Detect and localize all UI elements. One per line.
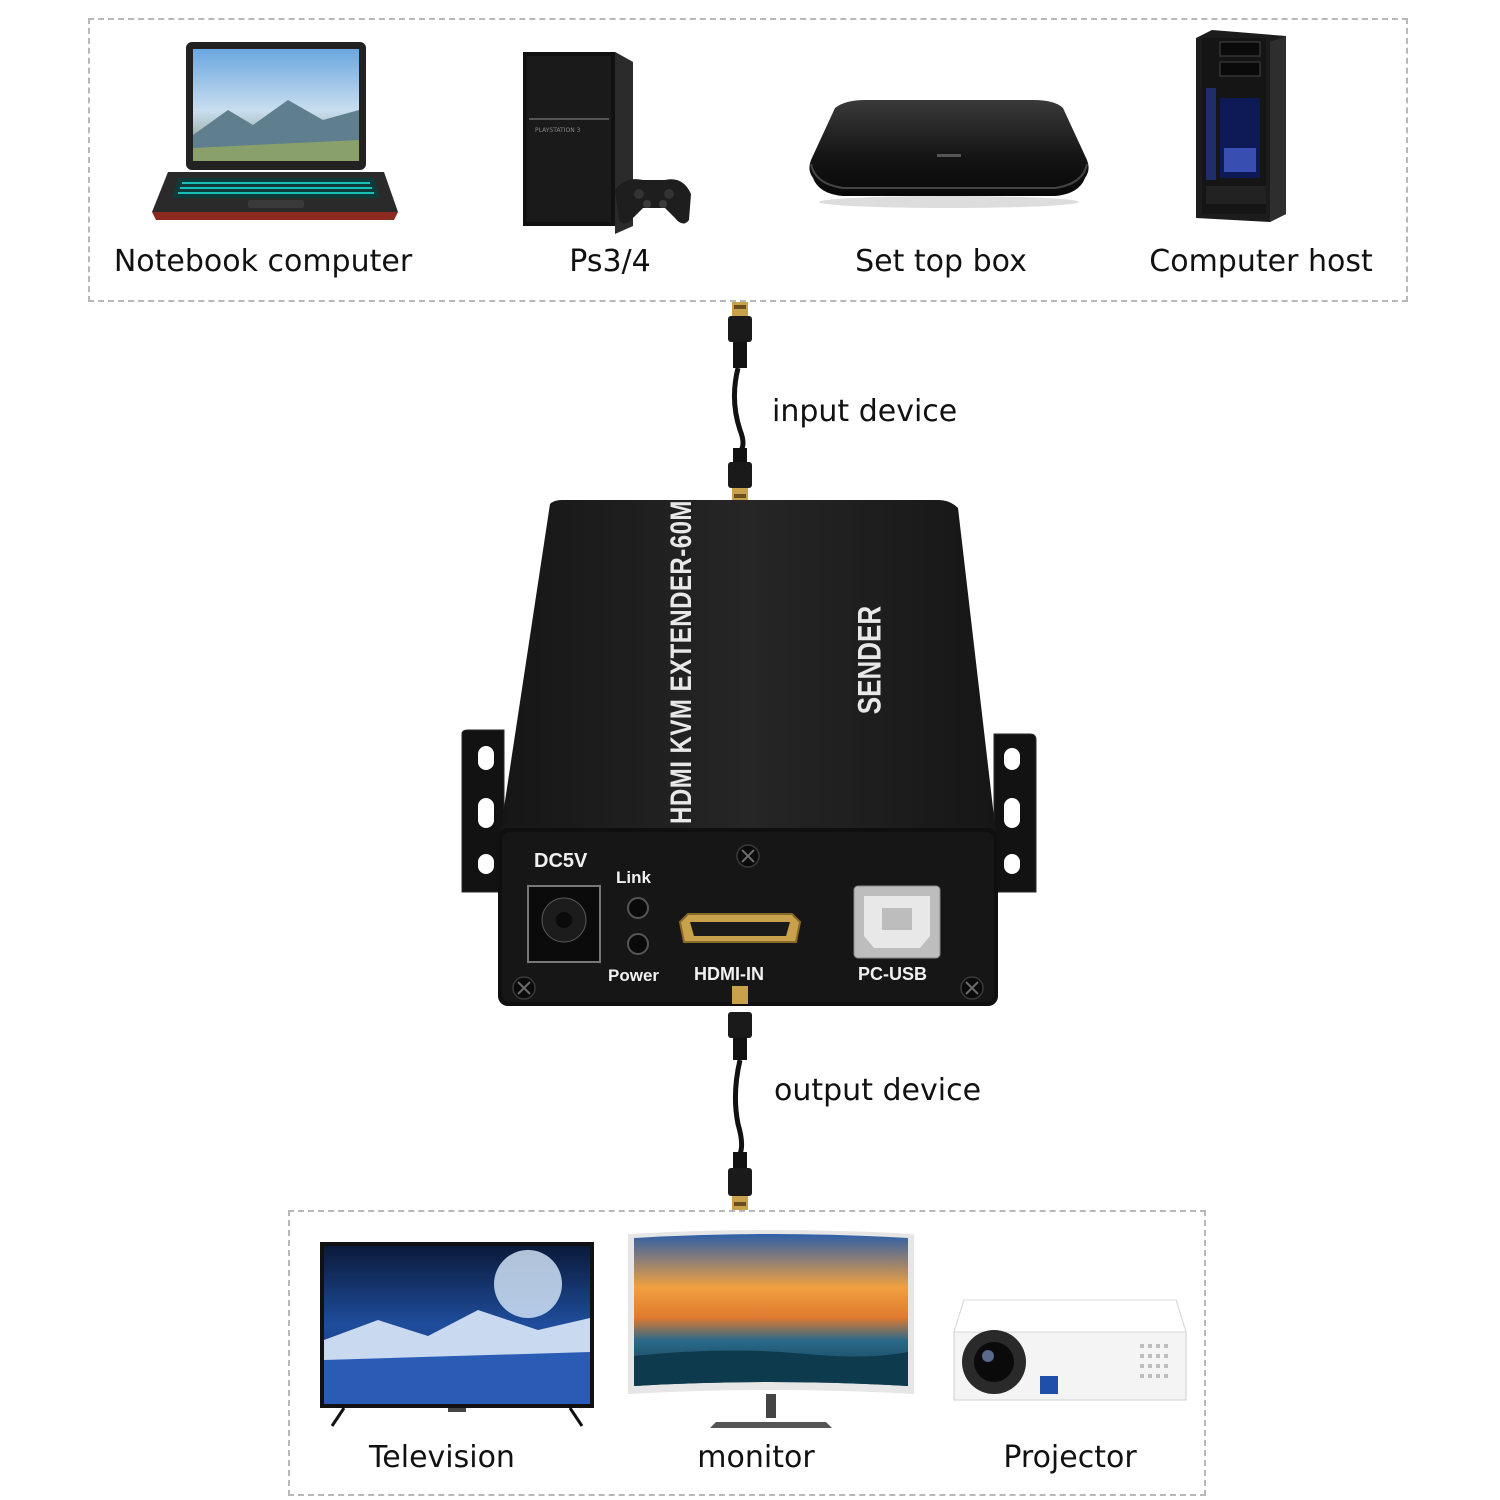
input-device-label: input device <box>772 394 958 429</box>
port-label-dc: DC5V <box>534 850 588 872</box>
laptop-icon <box>148 40 400 225</box>
input-devices-panel <box>88 18 1408 302</box>
port-label-hdmi: HDMI-IN <box>694 964 764 984</box>
output-device-label: output device <box>774 1073 982 1108</box>
projector-icon <box>950 1296 1188 1410</box>
hdmi-output-cable <box>718 1004 762 1216</box>
svg-text:PLAYSTATION 3: PLAYSTATION 3 <box>535 127 581 134</box>
hdmi-input-cable <box>718 300 762 506</box>
pc-tower-icon <box>1182 28 1292 224</box>
extender-sender-text: SENDER <box>850 605 889 715</box>
monitor-icon <box>626 1226 916 1430</box>
game-console-icon: PLAYSTATION 3 <box>515 48 693 238</box>
television-icon <box>318 1240 596 1428</box>
output-label-monitor: monitor <box>697 1440 815 1475</box>
port-label-usb: PC-USB <box>858 964 928 984</box>
port-label-power: Power <box>608 966 660 985</box>
extender-model-text: HDMI KVM EXTENDER-60M <box>664 500 699 824</box>
port-label-link: Link <box>616 868 651 887</box>
output-label-projector: Projector <box>1003 1440 1137 1475</box>
input-label-computer-host: Computer host <box>1149 244 1373 279</box>
output-label-television: Television <box>369 1440 515 1475</box>
hdmi-kvm-extender-sender: HDMI KVM EXTENDER-60M SENDER DC5V Link P… <box>458 498 1040 1014</box>
input-label-notebook: Notebook computer <box>113 244 413 279</box>
set-top-box-icon <box>805 98 1093 210</box>
input-label-set-top-box: Set top box <box>855 244 1027 279</box>
input-label-ps: Ps3/4 <box>569 244 651 279</box>
output-devices-panel <box>288 1210 1206 1496</box>
